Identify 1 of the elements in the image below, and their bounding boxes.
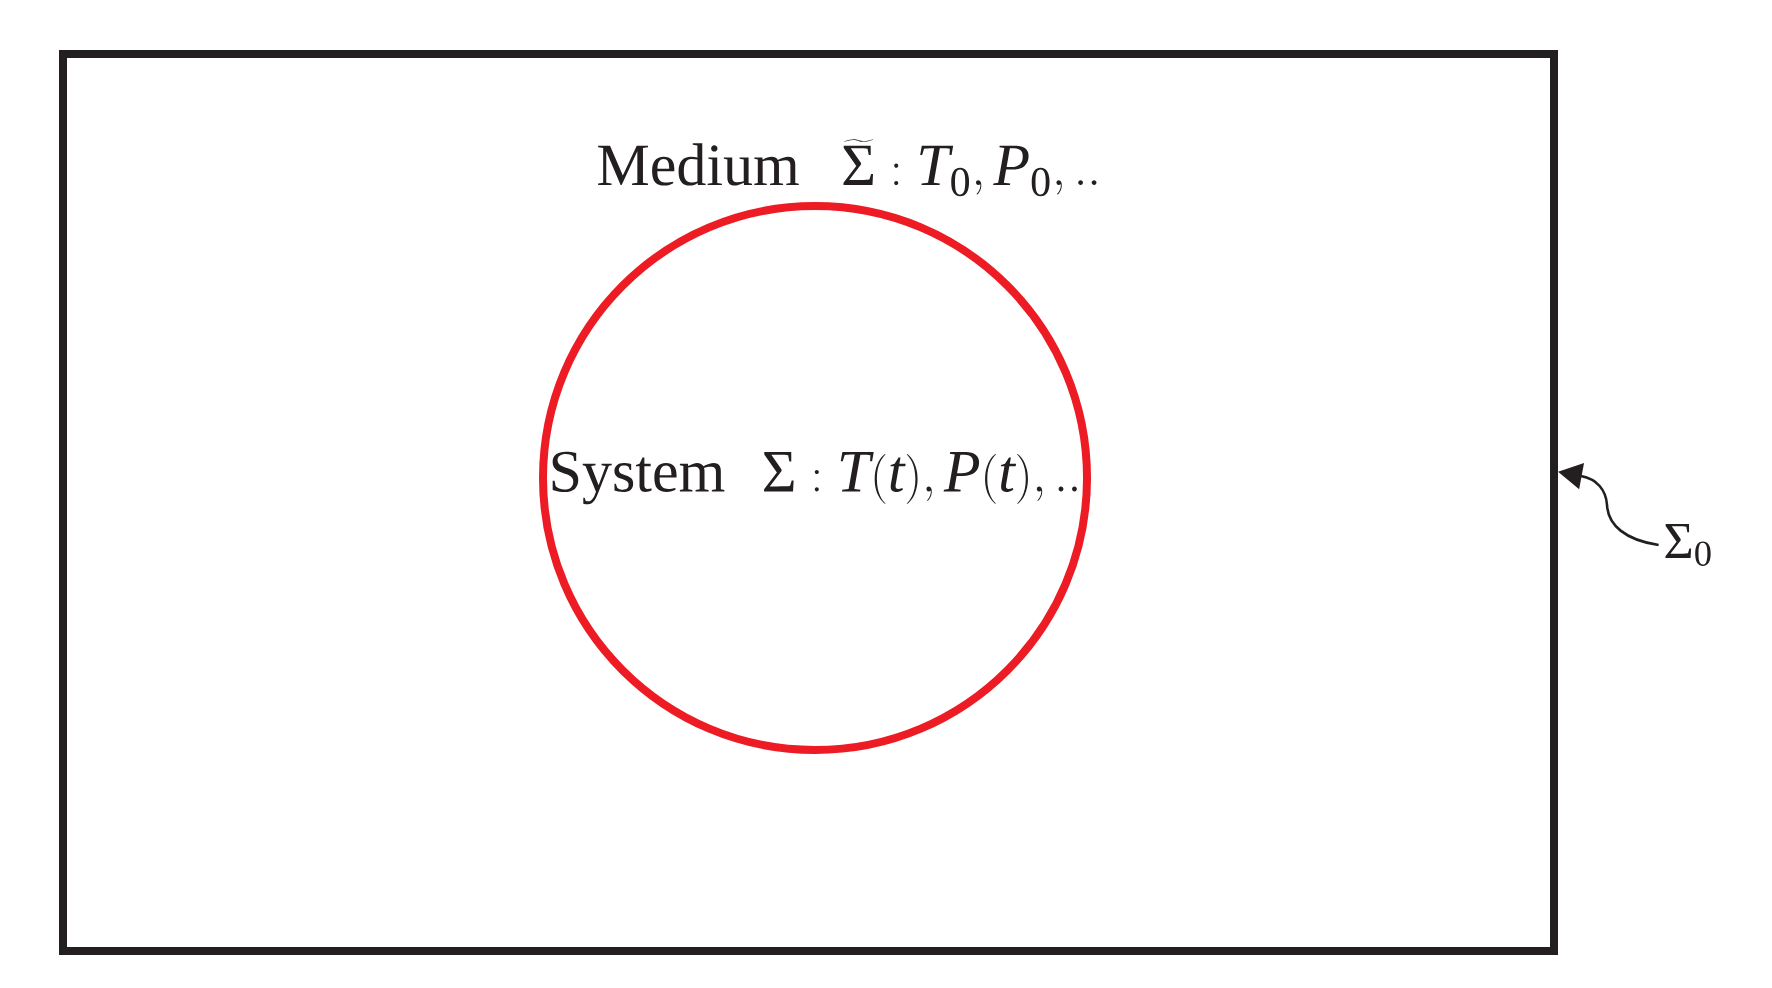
boundary-label: $\Sigma_0$ <box>1665 524 1711 566</box>
